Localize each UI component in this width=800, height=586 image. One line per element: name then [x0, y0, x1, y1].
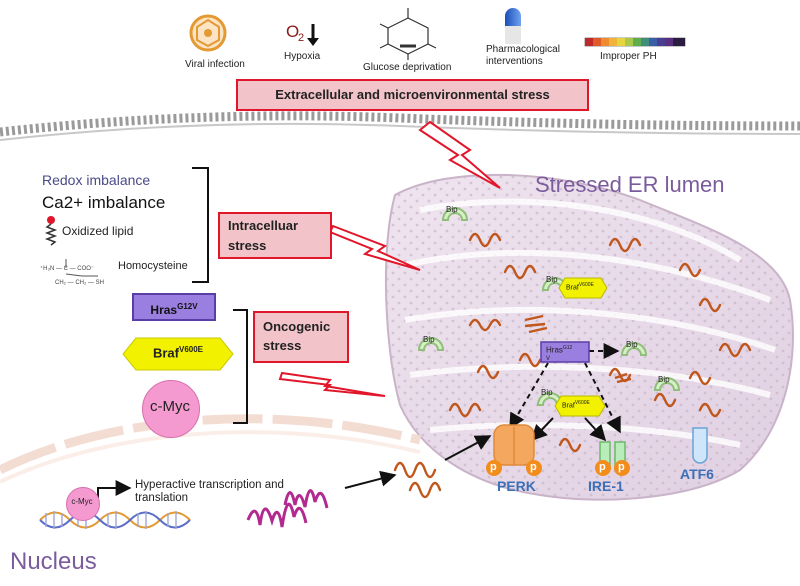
cmyc-circle: [142, 380, 200, 438]
oncogenic-stress-label: Oncogenic stress: [253, 311, 349, 363]
phospho-label: p: [618, 461, 625, 473]
plasma-membrane: [0, 111, 800, 141]
ph-scale-icon: [584, 37, 686, 47]
stressor-label: Improper PH: [600, 51, 657, 62]
transcription-label: Hyperactive transcription and translatio…: [135, 479, 284, 504]
hras-box: HrasG12V: [132, 293, 216, 321]
cmyc-nucleus-label: c-Myc: [71, 497, 93, 506]
bip-label: Bip: [446, 205, 458, 214]
hras-label: Hras: [150, 303, 178, 317]
lightning-bolt-icon: [278, 371, 386, 397]
ire1-label: IRE-1: [588, 478, 624, 494]
bracket: [233, 309, 248, 424]
calcium-label: Ca2+ imbalance: [42, 193, 166, 212]
bip-chaperone: [417, 207, 681, 406]
braf-label: BrafV600E: [152, 345, 204, 361]
virus-icon: [189, 14, 227, 52]
misfolded-protein: [393, 232, 752, 499]
mrna-strand: [246, 489, 329, 528]
oxidized-lipid-icon: [44, 216, 58, 246]
atf6-sensor: [692, 427, 708, 464]
svg-text:2: 2: [298, 32, 304, 44]
svg-text:CH₂ — CH₂ — SH: CH₂ — CH₂ — SH: [55, 280, 104, 286]
nucleus-label: Nucleus: [10, 548, 97, 575]
bip-label: Bip: [541, 388, 553, 397]
cmyc-nucleus-circle: [66, 487, 100, 521]
phospho-badge: [486, 460, 542, 476]
misfolded-protein-cluster: [524, 314, 632, 384]
hras-small-sub: V: [546, 356, 551, 362]
phospho-label: p: [599, 461, 606, 473]
braf-small-label: BrafV600E: [566, 282, 594, 292]
svg-text:O: O: [286, 22, 299, 41]
stressor-label: Hypoxia: [284, 51, 321, 62]
o2-down-icon: O 2: [286, 22, 319, 46]
bip-label: Bip: [658, 375, 670, 384]
glucose-icon: [379, 8, 437, 60]
perk-sensor: [493, 424, 535, 466]
braf-small-hex: [554, 395, 606, 417]
phospho-label: p: [530, 461, 537, 473]
stressor-label: Glucose deprivation: [363, 62, 452, 73]
bip-label: Bip: [423, 335, 435, 344]
phospho-badge: [595, 460, 630, 476]
braf-small-hex: [558, 277, 608, 299]
homocysteine-structure-icon: ⁺H₃N — C — COO⁻ CH₂ — CH₂ — SH: [40, 259, 104, 286]
bracket: [192, 167, 209, 283]
braf-hex: [122, 337, 234, 371]
perk-label: PERK: [497, 478, 536, 494]
redox-label: Redox imbalance: [42, 172, 151, 188]
svg-text:⁺H₃N — C — COO⁻: ⁺H₃N — C — COO⁻: [40, 265, 94, 272]
atf6-label: ATF6: [680, 466, 714, 482]
stressor-label: Pharmacological interventions: [486, 44, 560, 67]
phospho-label: p: [490, 461, 497, 473]
oxidized-lipid-label: Oxidized lipid: [62, 224, 134, 238]
cmyc-label: c-Myc: [150, 398, 190, 415]
bip-label: Bip: [546, 275, 558, 284]
hras-mutation: G12V: [177, 302, 198, 311]
hras-small-box: [540, 341, 590, 363]
stressor-label: Viral infection: [185, 59, 245, 70]
lightning-bolt-icon: [418, 120, 501, 189]
extracellular-stress-label: Extracellular and microenvironmental str…: [236, 79, 589, 111]
capsule-icon: [505, 8, 521, 44]
er-lumen: [384, 173, 794, 501]
dna-helix: [39, 511, 191, 529]
lightning-bolt-icon: [328, 224, 421, 271]
braf-small-label: BrafV600E: [562, 400, 590, 410]
hras-small-label: HrasG12: [546, 345, 573, 355]
intracellular-stress-label: Intracelluar stress: [218, 212, 332, 259]
er-lumen-title: Stressed ER lumen: [535, 172, 725, 197]
nucleus-envelope: [0, 414, 422, 484]
homocysteine-label: Homocysteine: [118, 260, 188, 272]
bip-label: Bip: [626, 340, 638, 349]
